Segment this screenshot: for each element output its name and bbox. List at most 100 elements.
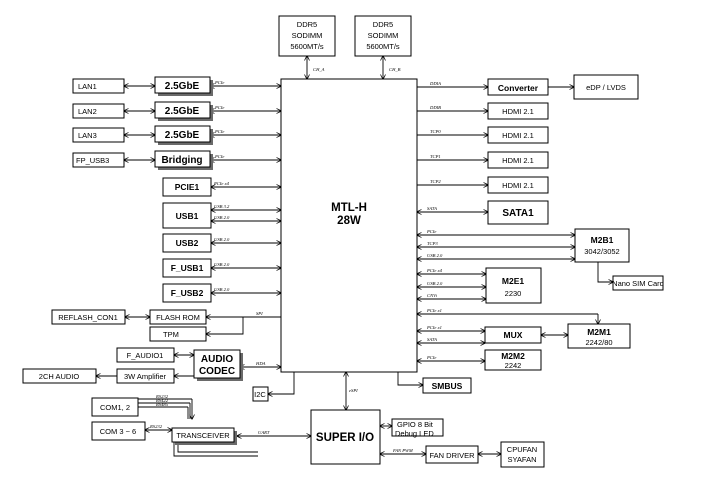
smbus-box <box>422 377 472 394</box>
audio-codec-label-2: CODEC <box>199 366 235 377</box>
f-usb1-label: F_USB1 <box>171 263 204 273</box>
bus-usb20-m2b: USB 2.0 <box>427 253 443 258</box>
nano-sim-label: Nano SIM Card <box>612 279 664 288</box>
bus-tcp0: TCP0 <box>430 129 441 134</box>
smbus-label: SMBUS <box>432 381 463 391</box>
cpu-label: MTL-H <box>331 202 367 214</box>
bus-pcie-lan3: PCIe <box>214 129 224 134</box>
mux-box <box>484 326 542 344</box>
m2b1-box <box>574 228 630 263</box>
m2e1-box <box>485 267 542 304</box>
m2m2-label: M2M2 <box>501 351 525 361</box>
lan2-label: LAN2 <box>78 107 97 116</box>
m2b1-label: M2B1 <box>591 235 614 245</box>
gpio-label-1: GPIO 8 Bit <box>397 420 434 429</box>
mux-label: MUX <box>504 330 523 340</box>
com36-label: COM 3 ~ 6 <box>100 427 136 436</box>
audio-2ch-box <box>22 368 97 384</box>
fp-usb3-label: FP_USB3 <box>76 156 109 165</box>
bus-labels: CH_A CH_B PCIe PCIe PCIe PCIe PCIe x4 US… <box>149 67 443 453</box>
fan-driver-box <box>425 445 479 464</box>
cpu-box <box>280 78 418 373</box>
reflash-con1-box <box>51 309 126 325</box>
audio-codec-box <box>193 349 241 379</box>
usb2-box <box>162 233 212 253</box>
m2e1-sub-label: 2230 <box>505 289 522 298</box>
bus-pcie-m2b: PCIe <box>426 229 436 234</box>
bus-usb32: USB 3.2 <box>214 204 230 209</box>
i2c-box <box>252 386 269 402</box>
gbe1-label: 2.5GbE <box>165 81 200 92</box>
f-usb1-box <box>162 258 212 278</box>
super-io-box <box>310 409 381 465</box>
gbe2-label: 2.5GbE <box>165 106 200 117</box>
i2c-label: I2C <box>254 390 266 399</box>
bus-pcie-bridging: PCIe <box>214 154 224 159</box>
bus-tcp2: TCP2 <box>430 179 441 184</box>
f-audio1-box <box>116 347 175 363</box>
tpm-label: TPM <box>163 330 179 339</box>
syafan-label: SYAFAN <box>507 455 536 464</box>
ddr-b-line1: DDR5 <box>373 20 393 29</box>
hdmi4-box <box>487 176 549 194</box>
com12-label: COM1, 2 <box>100 403 130 412</box>
flash-rom-label: FLASH ROM <box>156 313 200 322</box>
hdmi2-label: HDMI 2.1 <box>502 131 534 140</box>
hdmi1-box <box>487 102 549 120</box>
bus-tcp1: TCP1 <box>430 154 441 159</box>
gpio-box <box>391 418 444 437</box>
bus-rs422: RS422 <box>155 398 169 403</box>
amplifier-box <box>116 368 175 384</box>
usb1-box <box>162 202 212 229</box>
f-audio1-label: F_AUDIO1 <box>127 351 164 360</box>
m2b1-sub-label: 3042/3052 <box>584 247 619 256</box>
bus-sata-a: SATA <box>427 206 437 211</box>
converter-box <box>487 78 549 96</box>
bus-ddib: DDIB <box>429 105 441 110</box>
converter-label: Converter <box>498 83 539 93</box>
nano-sim-box <box>612 275 664 291</box>
m2m1-box <box>567 323 631 349</box>
pcie1-label: PCIE1 <box>175 182 200 192</box>
bus-sata-b: SATA <box>427 337 437 342</box>
connection-lines <box>96 56 613 456</box>
fan-connectors-box <box>500 441 545 468</box>
audio-codec-label-1: AUDIO <box>201 354 233 365</box>
bus-rs485: RS485 <box>155 402 169 407</box>
gbe3-label: 2.5GbE <box>165 130 200 141</box>
m2m1-sub-label: 2242/80 <box>585 338 612 347</box>
bridging-box <box>154 150 211 168</box>
lan3-box <box>72 127 125 143</box>
boxes <box>22 15 664 468</box>
fan-driver-label: FAN DRIVER <box>429 451 475 460</box>
gbe3-box <box>154 125 211 143</box>
bus-rs232-b: RS232 <box>149 424 163 429</box>
bus-espi: eSPI <box>349 388 358 393</box>
bus-spi: SPI <box>256 311 263 316</box>
bus-pcie-m2e: PCIe x4 <box>426 268 443 273</box>
lan3-label: LAN3 <box>78 131 97 140</box>
transceiver-label: TRANSCEIVER <box>176 431 230 440</box>
usb2-label: USB2 <box>176 238 199 248</box>
ddr-a-line1: DDR5 <box>297 20 317 29</box>
gpio-label-2: Debug LED <box>395 429 434 438</box>
m2m2-box <box>484 349 542 371</box>
com12-box <box>91 397 139 417</box>
tpm-box <box>149 326 207 342</box>
m2m1-label: M2M1 <box>587 327 611 337</box>
ddr-a-line3: 5600MT/s <box>290 42 324 51</box>
bus-rs232-a: RS232 <box>155 394 169 399</box>
lan1-box <box>72 78 125 94</box>
ddr5-ch-a-box <box>278 15 336 57</box>
pcie1-box <box>162 177 212 197</box>
ddr-b-line2: SODIMM <box>368 31 399 40</box>
bus-pcie-lan2: PCIe <box>214 105 224 110</box>
fp-usb3-box <box>72 152 125 168</box>
f-usb2-box <box>162 283 212 303</box>
bus-pcie-x1b: PCIe x1 <box>426 325 442 330</box>
com36-box <box>91 421 146 441</box>
bus-uart: UART <box>258 430 270 435</box>
bus-ddia: DDIA <box>429 81 441 86</box>
lan1-label: LAN1 <box>78 82 97 91</box>
